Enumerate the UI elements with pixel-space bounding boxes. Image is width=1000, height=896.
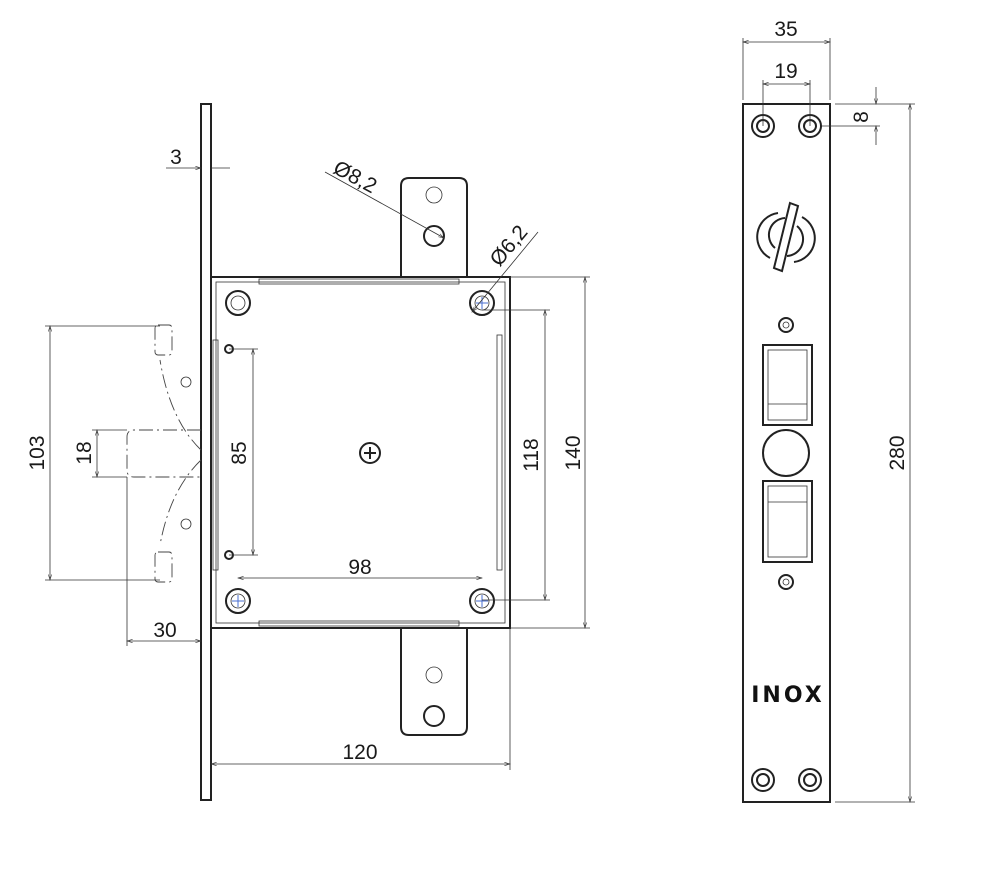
dim-plate-length: 280 (886, 435, 909, 470)
dim-plate-width: 35 (774, 18, 797, 41)
dim-screw-spacing-vertical: 118 (520, 438, 543, 471)
dim-screw-hole-diameter: Ø6,2 (486, 221, 533, 271)
top-tab (400, 177, 468, 277)
inox-label: INOX (751, 683, 824, 708)
latch-opening (762, 344, 813, 426)
small-screw-bottom-icon (778, 574, 794, 590)
dim-hole-spacing-vertical: 85 (228, 441, 251, 464)
dim-tab-hole-diameter: Ø8,2 (330, 156, 381, 198)
dim-faceplate-thickness: 3 (170, 146, 182, 169)
lock-body (210, 276, 511, 629)
lock-body-inner (215, 281, 506, 624)
small-screw-top-icon (778, 317, 794, 333)
front-plate (742, 103, 831, 803)
dim-hole-offset: 8 (850, 111, 873, 123)
dim-body-height: 140 (562, 435, 585, 470)
front-view: INOX 35 19 8 280 (742, 18, 915, 803)
bolt-opening (762, 480, 813, 563)
front-dimension-lines (743, 38, 915, 802)
cylinder-hole (762, 429, 810, 477)
dim-bolt-height: 18 (73, 441, 96, 464)
dim-body-width: 120 (342, 741, 377, 764)
bottom-tab (400, 628, 468, 736)
dimension-lines (45, 168, 590, 770)
dim-hole-spacing: 19 (774, 60, 797, 83)
bolt-outline (126, 429, 201, 478)
dim-bolt-throw: 30 (153, 619, 176, 642)
brand-logo-icon (756, 201, 816, 273)
dim-bolt-span: 103 (26, 435, 49, 470)
screw-holes (225, 290, 495, 614)
side-view: 3 Ø8,2 Ø6,2 103 18 85 118 140 98 30 120 (26, 103, 590, 801)
dim-screw-spacing-horizontal: 98 (348, 556, 371, 579)
center-screw-icon (359, 442, 381, 464)
faceplate (200, 103, 212, 801)
bolt-guide (212, 339, 219, 571)
